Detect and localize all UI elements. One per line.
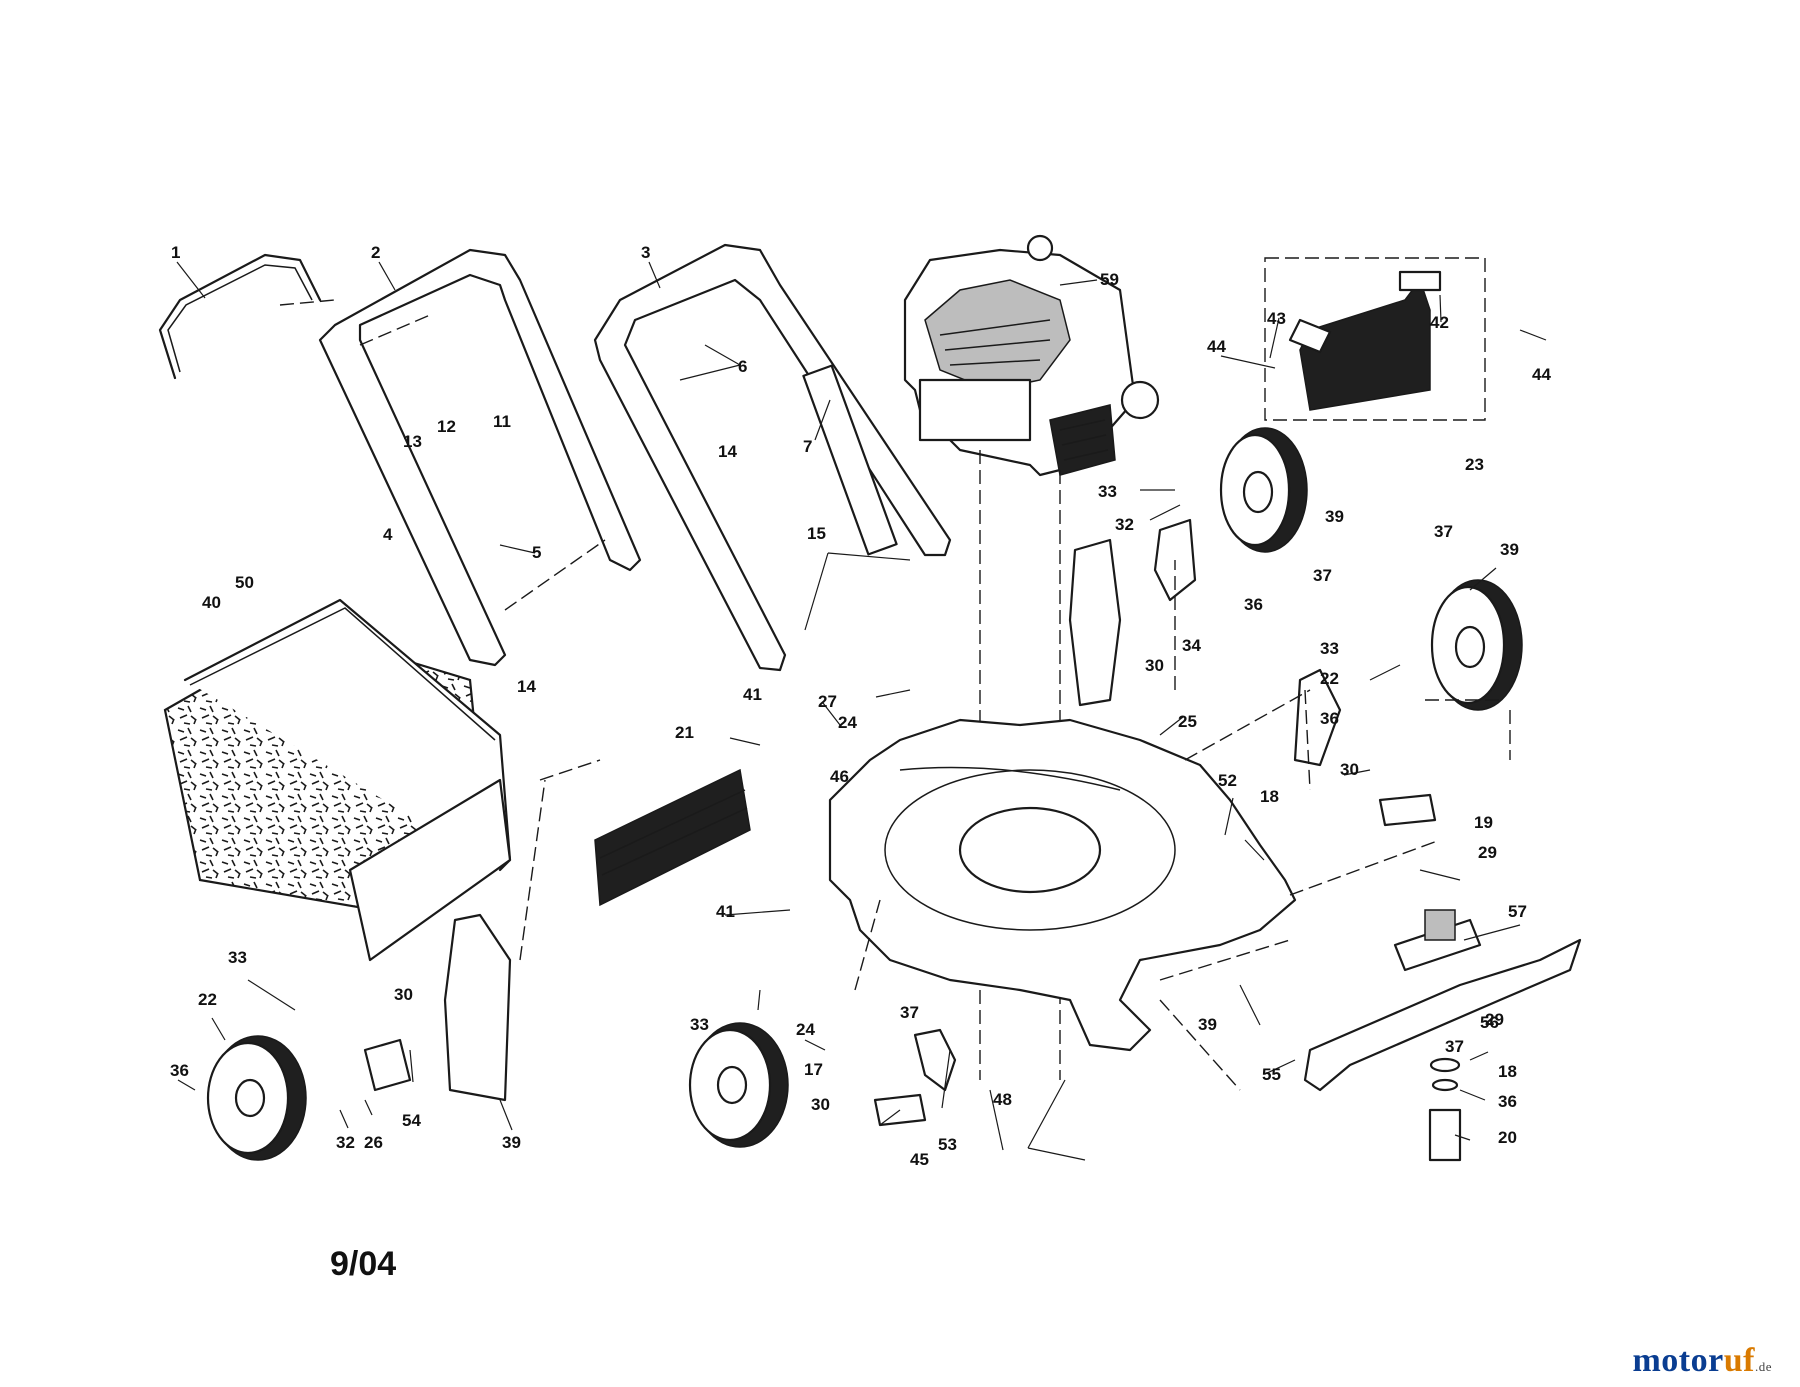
callout: 2 xyxy=(371,243,380,262)
watermark-suffix: .de xyxy=(1754,1359,1772,1374)
callout: 59 xyxy=(1100,270,1119,289)
callout: 27 xyxy=(818,692,837,711)
callout: 40 xyxy=(202,593,221,612)
callout: 46 xyxy=(830,767,849,786)
date-code: 9/04 xyxy=(330,1245,397,1283)
callouts: 1 2 3 59 43 42 44 44 13 12 11 6 7 23 14 … xyxy=(170,243,1551,1169)
callout: 55 xyxy=(1262,1065,1281,1084)
mower-deck xyxy=(828,718,1297,1052)
callout: 14 xyxy=(718,442,737,461)
wheel-front-right xyxy=(1430,579,1523,711)
callout: 41 xyxy=(716,902,735,921)
callout: 17 xyxy=(804,1060,823,1079)
handle-2 xyxy=(279,248,642,667)
callout: 30 xyxy=(1145,656,1164,675)
callout: 44 xyxy=(1532,365,1551,384)
guide-lines xyxy=(519,560,1511,1091)
callout: 21 xyxy=(675,723,694,742)
callout: 39 xyxy=(502,1133,521,1152)
callout: 25 xyxy=(1178,712,1197,731)
callout: 19 xyxy=(1474,813,1493,832)
callout: 33 xyxy=(690,1015,709,1034)
callout: 37 xyxy=(900,1003,919,1022)
watermark-logo: motoruf.de xyxy=(1632,1342,1772,1380)
callout: 18 xyxy=(1260,787,1279,806)
callout: 37 xyxy=(1313,566,1332,585)
blade xyxy=(1303,909,1582,1162)
watermark-letter: u xyxy=(1723,1342,1744,1379)
callout: 36 xyxy=(1244,595,1263,614)
callout: 24 xyxy=(796,1020,815,1039)
callout: 44 xyxy=(1207,337,1226,356)
callout: 37 xyxy=(1434,522,1453,541)
watermark-letter: r xyxy=(1708,1342,1724,1379)
callout: 45 xyxy=(910,1150,929,1169)
callout: 50 xyxy=(235,573,254,592)
callout: 33 xyxy=(1098,482,1117,501)
callout: 36 xyxy=(1320,709,1339,728)
callout: 32 xyxy=(1115,515,1134,534)
callout: 11 xyxy=(493,412,511,431)
callout: 30 xyxy=(394,985,413,1004)
callout: 29 xyxy=(1478,843,1497,862)
callout: 6 xyxy=(738,357,747,376)
callout: 52 xyxy=(1218,771,1237,790)
watermark-name: motoruf xyxy=(1632,1342,1755,1379)
callout: 22 xyxy=(1320,669,1339,688)
watermark-letter: o xyxy=(1690,1342,1709,1379)
callout: 30 xyxy=(811,1095,830,1114)
callout: 30 xyxy=(1340,760,1359,779)
callout: 41 xyxy=(743,685,762,704)
callout: 5 xyxy=(532,543,541,562)
callout: 39 xyxy=(1198,1015,1217,1034)
callout: 13 xyxy=(403,432,422,451)
callout: 39 xyxy=(1325,507,1344,526)
callout: 43 xyxy=(1267,309,1286,328)
callout: 56 xyxy=(1480,1013,1499,1032)
callout: 18 xyxy=(1498,1062,1517,1081)
rear-flap-assembly xyxy=(1264,257,1486,421)
callout: 33 xyxy=(1320,639,1339,658)
watermark-letter: m xyxy=(1632,1342,1662,1379)
callout: 15 xyxy=(807,524,826,543)
callout: 4 xyxy=(383,525,393,544)
engine xyxy=(903,234,1160,1080)
callout: 26 xyxy=(364,1133,383,1152)
wheel-rear-left xyxy=(206,1035,307,1161)
callout: 42 xyxy=(1430,313,1449,332)
leader-lines xyxy=(176,261,1547,1161)
height-adjusters xyxy=(363,518,1437,1127)
callout: 36 xyxy=(1498,1092,1517,1111)
handle-3 xyxy=(593,243,952,672)
callout: 3 xyxy=(641,243,650,262)
wheel-front-left xyxy=(688,1022,789,1148)
callout: 57 xyxy=(1508,902,1527,921)
callout: 1 xyxy=(171,243,180,262)
callout: 36 xyxy=(170,1061,189,1080)
watermark-letter: t xyxy=(1678,1342,1691,1379)
grass-catcher xyxy=(163,598,512,962)
callout: 53 xyxy=(938,1135,957,1154)
callout: 54 xyxy=(402,1111,421,1130)
callout: 33 xyxy=(228,948,247,967)
callout: 7 xyxy=(803,437,812,456)
callout: 34 xyxy=(1182,636,1201,655)
watermark-letter: o xyxy=(1661,1342,1679,1379)
upper-handle-1 xyxy=(158,253,322,380)
callout: 48 xyxy=(993,1090,1012,1109)
callout: 23 xyxy=(1465,455,1484,474)
callout: 14 xyxy=(517,677,536,696)
callout: 24 xyxy=(838,713,857,732)
wheel-rear-right xyxy=(1219,427,1308,553)
callout: 32 xyxy=(336,1133,355,1152)
callout: 20 xyxy=(1498,1128,1517,1147)
mulch-plate xyxy=(594,768,751,907)
callout: 29 xyxy=(1485,1010,1504,1029)
callout: 39 xyxy=(1500,540,1519,559)
callout: 22 xyxy=(198,990,217,1009)
watermark-letter: f xyxy=(1743,1342,1755,1379)
callout: 37 xyxy=(1445,1037,1464,1056)
callout: 12 xyxy=(437,417,456,436)
